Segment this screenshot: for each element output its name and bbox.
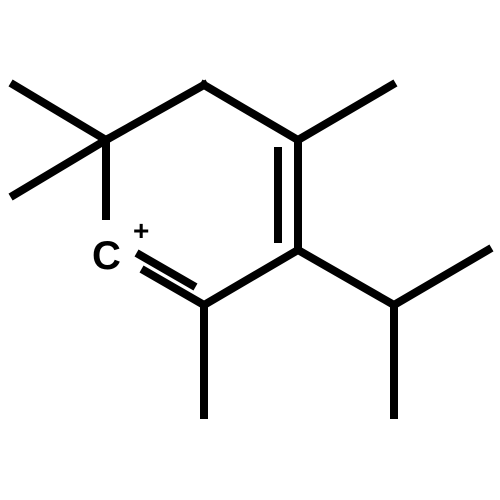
bond-layer: [8, 79, 494, 419]
bond-isopropyl-methyl-right: [388, 244, 494, 311]
bond-c4-c5: [198, 244, 304, 311]
bond-c1-methyl-upper: [8, 79, 112, 146]
bond-c5-c6-inner: [134, 249, 198, 291]
bond-c3-methyl: [292, 79, 398, 146]
bond-c5-c6: [139, 265, 210, 311]
cation-atom-label: C +: [92, 215, 149, 278]
positive-charge-sign: +: [133, 215, 149, 246]
bond-c4-isopropyl: [292, 244, 400, 311]
bond-c1-methyl-lower: [8, 134, 112, 201]
bond-c1-c2: [100, 79, 210, 146]
carbon-cation-symbol: C: [92, 234, 121, 278]
bond-c2-c3: [198, 79, 304, 146]
